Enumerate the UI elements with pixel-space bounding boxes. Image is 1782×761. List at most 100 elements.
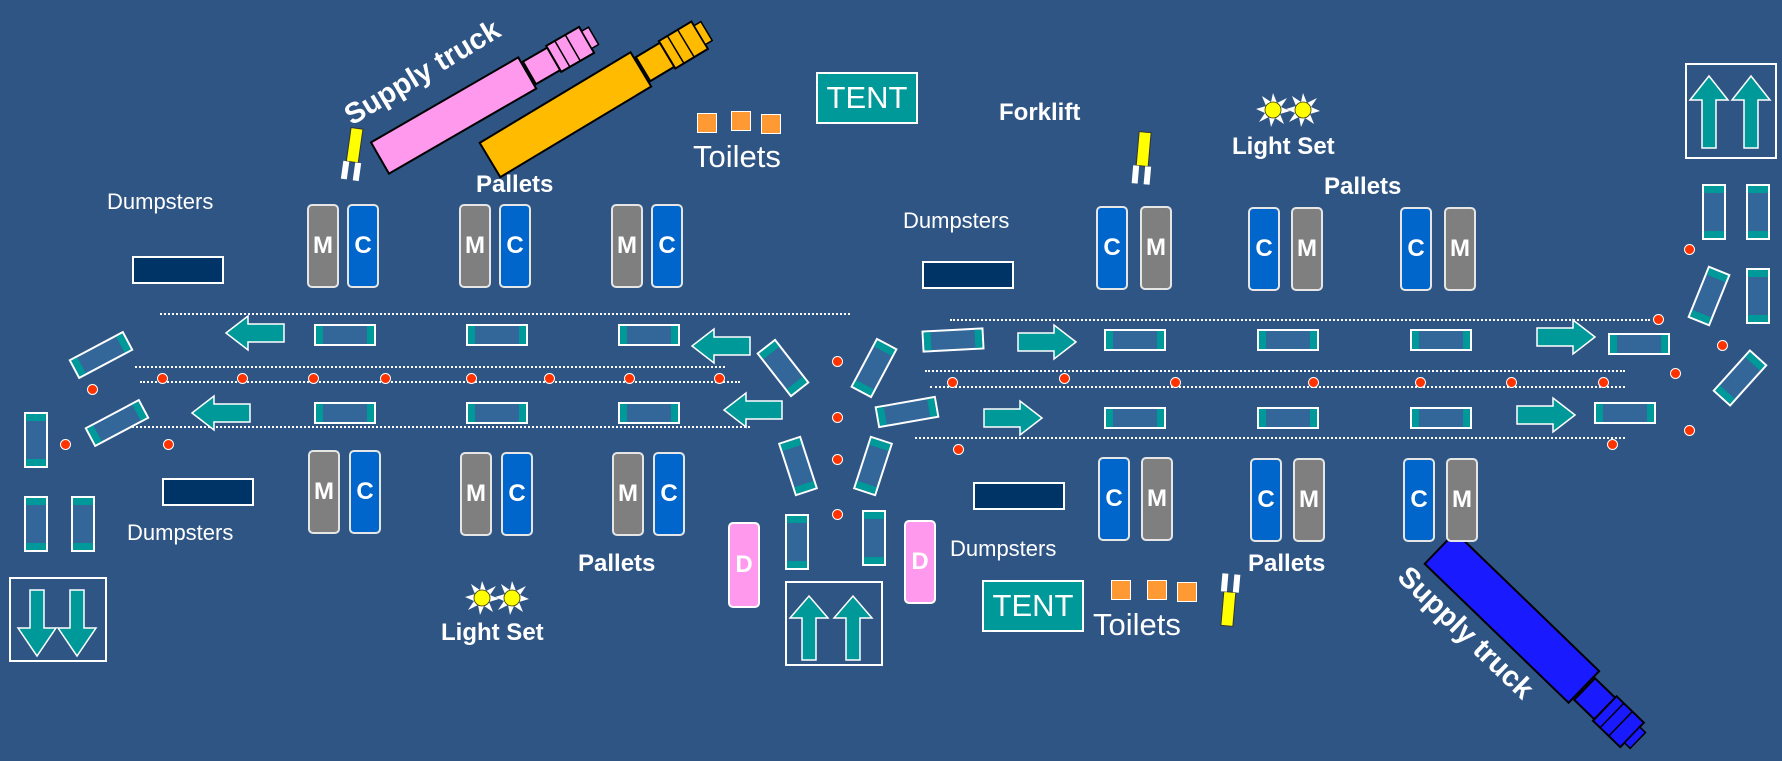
cone-marker: [1059, 373, 1070, 384]
cone-marker: [163, 439, 174, 450]
toilet-unit: [697, 113, 717, 133]
lane-line: [160, 313, 850, 315]
forklift-icon: [1217, 572, 1241, 628]
stall-m: M: [1141, 457, 1173, 541]
lane-line: [915, 437, 1625, 439]
cone-marker: [1717, 340, 1728, 351]
stall-m: M: [612, 452, 644, 536]
cone-marker: [832, 454, 843, 465]
car: [466, 402, 528, 424]
stall-m: M: [1293, 458, 1325, 542]
stall-m: M: [460, 452, 492, 536]
car: [1594, 402, 1656, 424]
car: [1702, 184, 1726, 240]
dumpster: [973, 482, 1065, 510]
stall-c: C: [1400, 207, 1432, 291]
stall-m: M: [1291, 207, 1323, 291]
cone-marker: [714, 373, 725, 384]
forklift-label: Forklift: [999, 99, 1081, 126]
cone-marker: [1607, 439, 1618, 450]
car: [466, 324, 528, 346]
toilet-unit: [1177, 582, 1197, 602]
car: [1410, 329, 1472, 351]
stall-c: C: [1248, 207, 1280, 291]
light-set-icon: [1255, 92, 1291, 128]
stall-c: C: [1250, 458, 1282, 542]
cone-marker: [380, 373, 391, 384]
car: [71, 496, 95, 552]
dumpsters-bottom-mid-label: Dumpsters: [950, 536, 1057, 561]
cone-marker: [60, 439, 71, 450]
car: [618, 324, 680, 346]
toilet-unit: [1147, 580, 1167, 600]
car: [314, 324, 376, 346]
stall-m: M: [611, 204, 643, 288]
car: [862, 510, 886, 566]
dumpster: [132, 256, 224, 284]
pallets-bottom-mid-label: Pallets: [578, 550, 656, 577]
arrow-left-icon: [225, 315, 285, 351]
cone-marker: [1684, 425, 1695, 436]
light-set-icon: [464, 580, 500, 616]
cone-marker: [87, 384, 98, 395]
car: [1746, 268, 1770, 324]
stall-c: C: [1096, 206, 1128, 290]
cone-marker: [1684, 244, 1695, 255]
cone-marker: [1170, 377, 1181, 388]
stall-c: C: [1098, 457, 1130, 541]
lane-line: [140, 381, 740, 383]
stall-m: M: [1446, 458, 1478, 542]
arrow-left-icon: [691, 328, 751, 364]
cone-marker: [1415, 377, 1426, 388]
stall-c: C: [347, 204, 379, 288]
stall-c: C: [651, 204, 683, 288]
arrow-left-icon: [191, 395, 251, 431]
stall-m: M: [308, 450, 340, 534]
car: [24, 496, 48, 552]
lane-line: [950, 319, 1650, 321]
cone-marker: [1598, 377, 1609, 388]
lane-line: [930, 386, 1625, 388]
cone-marker: [832, 509, 843, 520]
stall-c: C: [653, 452, 685, 536]
cone-marker: [308, 373, 319, 384]
stall-c: C: [349, 450, 381, 534]
stall-m: M: [1444, 207, 1476, 291]
car: [1104, 329, 1166, 351]
lane-line: [925, 370, 1625, 372]
dumpster: [162, 478, 254, 506]
toilet-unit: [731, 111, 751, 131]
light-set-icon: [1285, 92, 1321, 128]
toilet-unit: [761, 114, 781, 134]
light-set-top-label: Light Set: [1232, 133, 1335, 160]
cone-marker: [237, 373, 248, 384]
toilet-unit: [1111, 580, 1131, 600]
arrow-right-icon: [1536, 319, 1596, 355]
pallets-top-left-label: Pallets: [476, 171, 554, 198]
car: [921, 327, 985, 353]
tent-top: TENT: [816, 72, 918, 124]
entrance-arrows-icon: [1685, 63, 1777, 159]
stall-c: C: [501, 452, 533, 536]
car: [785, 514, 809, 570]
cone-marker: [1653, 314, 1664, 325]
car: [618, 402, 680, 424]
exit-arrows-icon: [9, 577, 107, 662]
stall-d: D: [904, 520, 936, 604]
cone-marker: [544, 373, 555, 384]
cone-marker: [832, 412, 843, 423]
cone-marker: [953, 444, 964, 455]
entrance-arrows-icon: [785, 581, 883, 666]
blue-supply-truck-icon: [1423, 530, 1647, 750]
car: [1608, 333, 1670, 355]
dumpsters-top-mid-label: Dumpsters: [903, 208, 1010, 233]
light-set-bottom-label: Light Set: [441, 619, 544, 646]
toilets-top-label: Toilets: [693, 139, 781, 174]
cone-marker: [1670, 368, 1681, 379]
cone-marker: [157, 373, 168, 384]
stall-c: C: [499, 204, 531, 288]
lane-line: [135, 366, 725, 368]
cone-marker: [1308, 377, 1319, 388]
stall-d: D: [728, 522, 760, 608]
